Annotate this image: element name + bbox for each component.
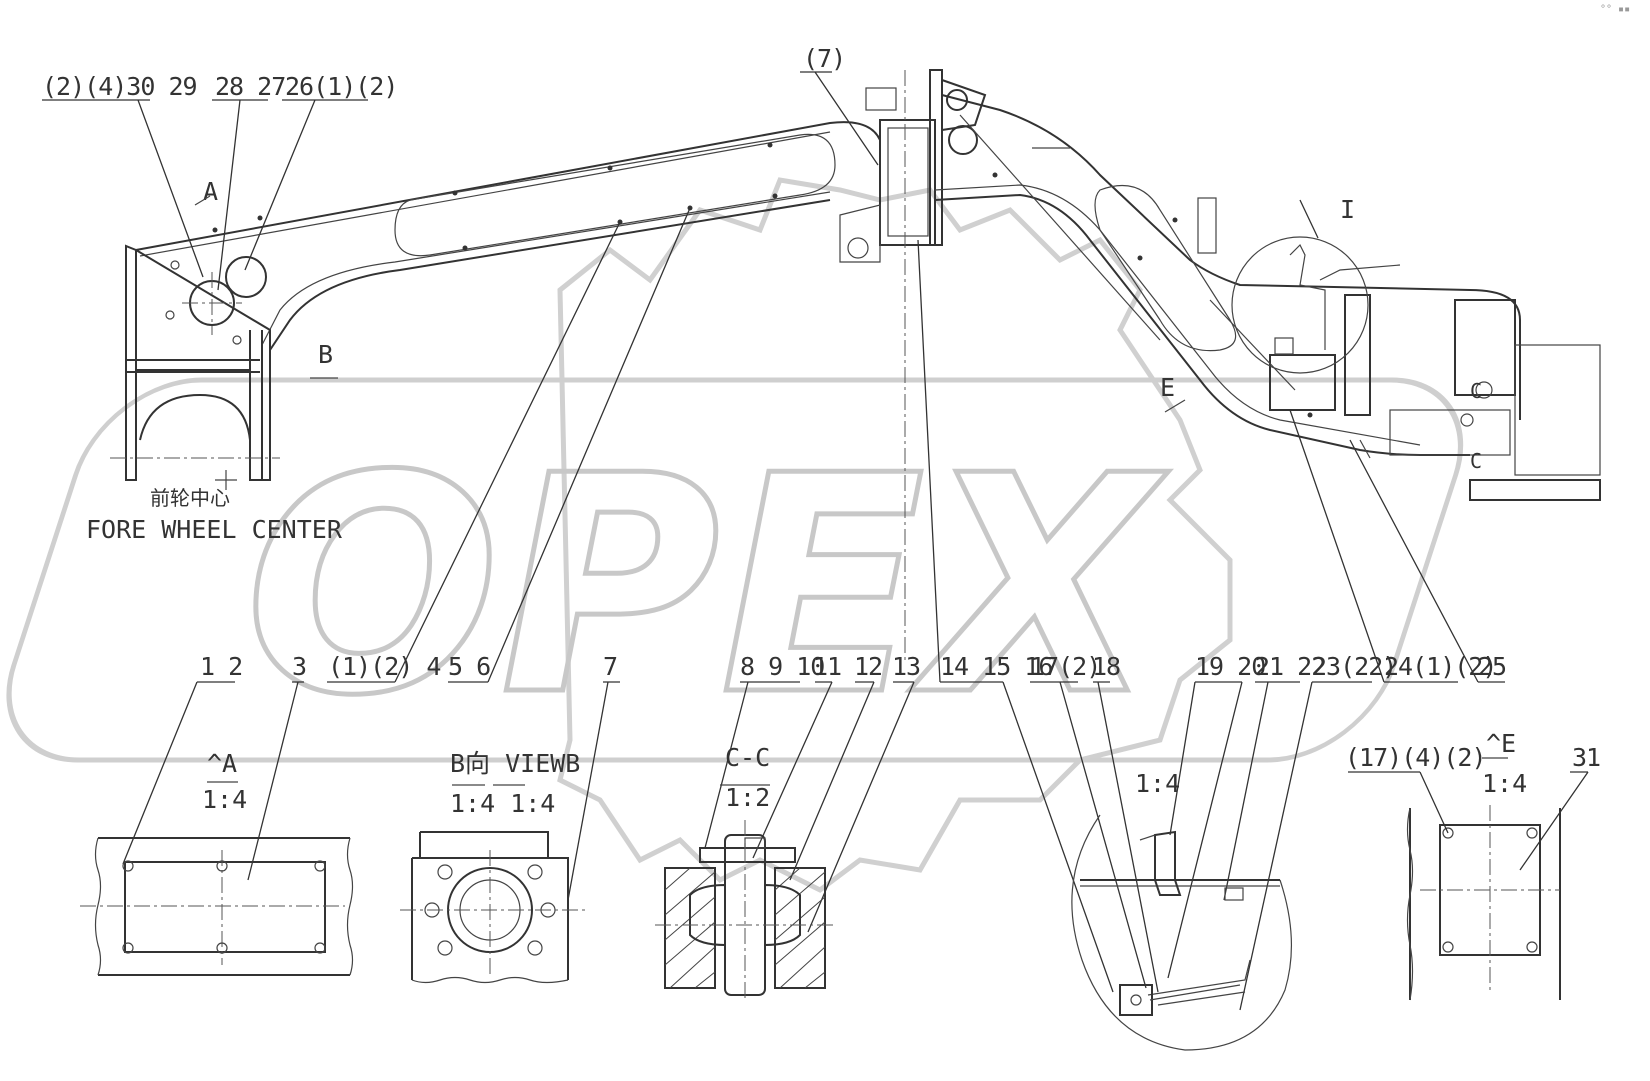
callout-17: 17(2) (1030, 652, 1100, 681)
main-frame-view (110, 69, 1601, 660)
view-e (1348, 757, 1589, 1001)
callout-3: 3 (292, 652, 306, 681)
label-b: B (318, 340, 333, 369)
view-b-title: B向 VIEWB (450, 749, 580, 778)
callout-7: 7 (603, 652, 617, 681)
view-b-scale: 1:4 1:4 (450, 789, 555, 818)
callout-1-2: 1 2 (200, 652, 242, 681)
top-leaders (42, 71, 1319, 291)
detail-i (1071, 814, 1293, 1051)
callout-7-top: (7) (803, 44, 845, 73)
bottom-leaders (122, 207, 1505, 1011)
callout-13: 13 (892, 652, 920, 681)
callout-12: 12 (854, 652, 882, 681)
section-cc (655, 784, 835, 1000)
view-a-scale: 1:4 (202, 785, 247, 814)
hole-b (225, 256, 267, 298)
view-e-part: 31 (1572, 743, 1600, 772)
callout-24: 24(1)(2) (1384, 652, 1496, 681)
callout-5-6: 5 6 (448, 652, 490, 681)
front-box (135, 249, 271, 481)
rivet-dots (212, 142, 1313, 418)
fore-wheel-cn: 前轮中心 (150, 486, 230, 510)
callout-detail-i: I (1340, 195, 1354, 224)
callout-23: 23(22) (1312, 652, 1396, 681)
view-e-title: ^E (1486, 729, 1516, 758)
callout-4: (1)(2) 4 (328, 652, 440, 681)
watermark: OPEX (6, 177, 1464, 893)
callout-14-15-16: 14 15 16 (940, 652, 1052, 681)
label-e: E (1160, 373, 1175, 402)
callout-30-29: (2)(4)30 29 (42, 72, 197, 101)
detail-i-circle (1231, 236, 1369, 374)
view-cc-scale: 1:2 (725, 783, 770, 812)
rear-frame-lower (934, 193, 1470, 456)
view-cc-title: C-C (725, 743, 770, 772)
view-a (80, 781, 354, 976)
top-callouts: (2)(4)30 29 28 27 26(1)(2) (7) I (42, 44, 1355, 224)
callout-11: 11 (813, 652, 841, 681)
boom-upper-inner (139, 131, 831, 257)
hinge-block (879, 119, 936, 246)
front-plate (125, 244, 137, 481)
label-c-upper: C (1470, 379, 1482, 403)
view-b-bolts (424, 864, 556, 956)
detail-i-scale: 1:4 (1135, 769, 1180, 798)
callout-18: 18 (1092, 652, 1120, 681)
corner-mark: °° ▪▪ (1600, 4, 1630, 15)
bottom-callouts: 1 2 3 (1)(2) 4 5 6 7 8 9 10 11 12 13 14 … (200, 652, 1507, 681)
callout-25: 25 (1478, 652, 1506, 681)
fore-wheel-en: FORE WHEEL CENTER (86, 515, 343, 544)
watermark-frame (6, 377, 1464, 763)
rear-box (1269, 354, 1336, 411)
callout-26: 26(1)(2) (285, 72, 397, 101)
boom-lower-outline (269, 199, 831, 351)
label-c-lower: C (1470, 449, 1482, 473)
label-a: A (203, 177, 218, 206)
boom-lower-inner (261, 191, 831, 346)
boom-window (394, 133, 836, 257)
view-labels: A B E C C 前轮中心 FORE WHEEL CENTER (86, 177, 1482, 544)
view-e-scale: 1:4 (1482, 769, 1527, 798)
callout-8-9-10: 8 9 10 (740, 652, 824, 681)
callout-21-22: 21 22 (1255, 652, 1325, 681)
callout-19-20: 19 20 (1195, 652, 1265, 681)
boom-upper-outline (135, 121, 881, 251)
rear-frame-upper (941, 94, 1521, 420)
callout-28-27: 28 27 (215, 72, 285, 101)
watermark-text: OPEX (245, 412, 1169, 761)
view-a-title: ^A (207, 749, 237, 778)
view-titles: ^A 1:4 B向 VIEWB 1:4 1:4 C-C 1:2 1:4 (17)… (202, 729, 1601, 818)
view-b (400, 784, 585, 984)
view-e-callout: (17)(4)(2) (1345, 743, 1486, 772)
